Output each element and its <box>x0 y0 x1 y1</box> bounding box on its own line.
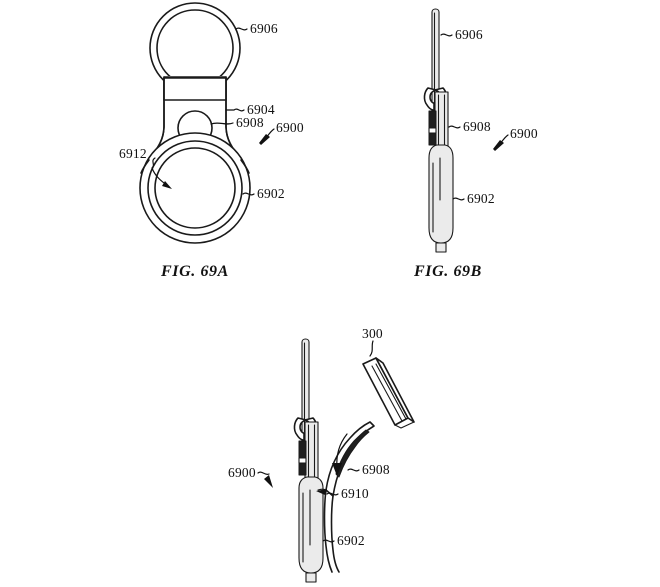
fig69a-lead-6902 <box>242 192 255 196</box>
component-300-edge-inner-2 <box>375 363 407 420</box>
fig69a-lead-6912 <box>151 157 156 169</box>
fig69c-lead-6910 <box>326 492 339 496</box>
fig69a-body-outer-6902 <box>139 132 251 244</box>
fig69a-label-6908: 6908 <box>236 115 264 130</box>
fig69c-label-6908: 6908 <box>362 462 390 477</box>
fig69a-caption: FIG. 69A <box>160 263 229 280</box>
fig69b-lead-6908 <box>448 125 461 129</box>
fig69b-lead-6906 <box>440 33 453 37</box>
fig69a-neck-body-blend-right <box>240 159 250 174</box>
fig69a-label-6904: 6904 <box>247 102 275 117</box>
fig69c-arrowhead-6910 <box>316 489 327 495</box>
fig69c-insertion-arrowhead <box>332 463 342 476</box>
fig69c-flap-lower-edge <box>323 489 333 573</box>
fig69a-label-6906: 6906 <box>250 21 278 36</box>
fig69c-lead-6902 <box>322 539 335 543</box>
fig69c-lead-6908 <box>347 468 360 472</box>
fig69a-label-6912: 6912 <box>119 146 147 161</box>
fig69a-label-6902: 6902 <box>257 186 285 201</box>
fig69c-lead-300 <box>369 340 374 357</box>
component-300-edge-inner <box>371 365 403 422</box>
figure-69c: 300 6900 6908 6910 6902 <box>228 326 415 583</box>
fig69a-lead-6906 <box>235 27 248 31</box>
fig69c-flap-lower-edge-2 <box>330 495 340 573</box>
fig69a-arrow-6900 <box>259 134 270 145</box>
fig69b-body-6902 <box>428 144 454 244</box>
fig69a-neck-body-blend-left <box>140 159 150 174</box>
fig69a-lead-6904 <box>225 108 245 112</box>
fig69c-arrow-6900 <box>264 475 273 488</box>
fig69a-label-6900: 6900 <box>276 120 304 135</box>
fig69b-caption: FIG. 69B <box>413 263 482 280</box>
fig69c-label-6902: 6902 <box>337 533 365 548</box>
fig69a-lead-6908 <box>210 122 234 125</box>
fig69c-label-6900: 6900 <box>228 465 256 480</box>
fig69c-body-6902 <box>298 476 324 574</box>
fig69b-body-stem <box>435 242 447 253</box>
figure-69b: 6906 6908 6900 6902 FIG. 69B <box>413 8 538 280</box>
fig69b-label-6900: 6900 <box>510 126 538 141</box>
fig69b-arrow-6900 <box>493 140 504 151</box>
fig69b-label-6906: 6906 <box>455 27 483 42</box>
fig69c-aperture-band-gap <box>298 457 307 464</box>
fig69a-body-inner-face <box>154 147 236 229</box>
fig69b-label-6908: 6908 <box>463 119 491 134</box>
fig69c-body-stem <box>305 572 317 583</box>
fig69c-label-6910: 6910 <box>341 486 369 501</box>
fig69c-component-300 <box>362 357 415 429</box>
fig69a-arrowhead-6912 <box>162 181 172 189</box>
fig69c-flap-shading <box>335 429 370 478</box>
component-300-end-cap <box>394 421 415 429</box>
fig69c-label-300: 300 <box>362 326 383 341</box>
fig69c-lead-6900 <box>257 471 270 476</box>
fig69b-aperture-band-gap <box>428 127 437 134</box>
fig69a-neck-top <box>163 77 227 101</box>
fig69a-body-ring-6912 <box>147 140 243 236</box>
fig69b-lead-6902 <box>452 197 465 201</box>
fig69b-label-6902: 6902 <box>467 191 495 206</box>
figure-69a: 6906 6904 6908 6900 6912 6902 FIG. 69A <box>119 2 304 280</box>
